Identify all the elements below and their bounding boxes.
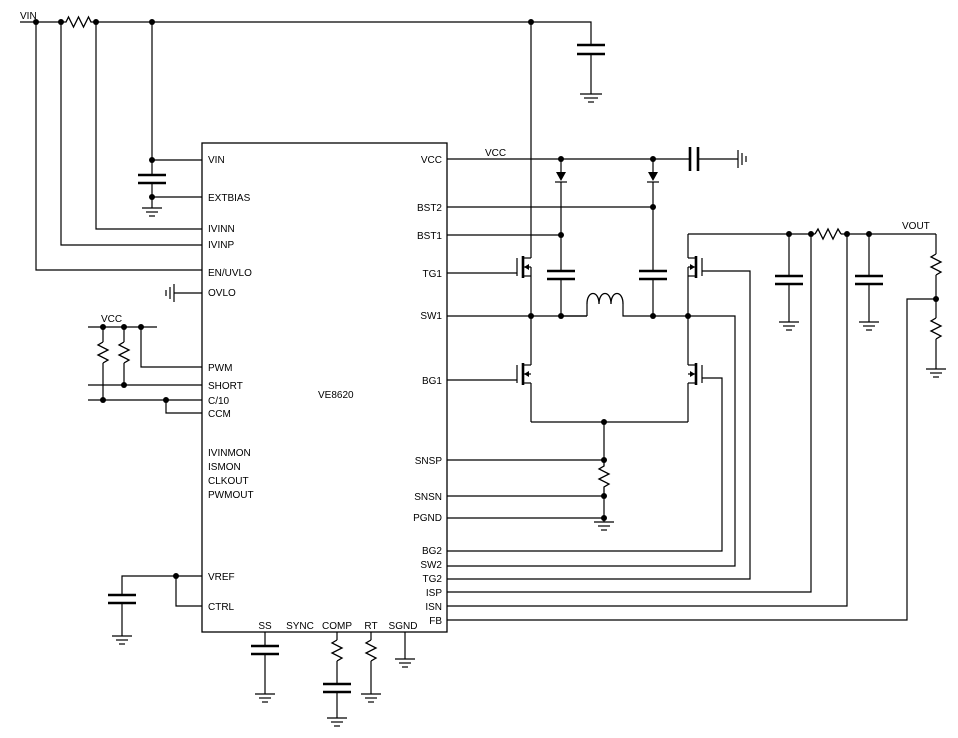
ivinn-wire (95, 22, 202, 230)
mosfet-q3 (447, 234, 751, 580)
pin-ivinp: IVINP (208, 240, 234, 251)
left-pin-labels: VIN EXTBIAS IVINN IVINP EN/UVLO OVLO PWM… (208, 155, 254, 613)
pin-pwm: PWM (208, 363, 232, 374)
pin-fb: FB (429, 616, 442, 627)
ic-body (201, 142, 448, 633)
vcc-network (447, 147, 747, 271)
pin-ivinn: IVINN (208, 224, 235, 235)
bootstrap-caps (547, 269, 667, 316)
pin-ismon: ISMON (208, 462, 241, 473)
pin-vref: VREF (208, 572, 235, 583)
pin-snsn: SNSN (414, 492, 442, 503)
pin-tg2: TG2 (423, 574, 443, 585)
pin-pgnd: PGND (413, 513, 442, 524)
bootstrap-diode-1 (556, 172, 566, 181)
rt-resistor (364, 639, 378, 662)
net-label-vcc-top: VCC (485, 148, 506, 159)
ic-part-name: VE8620 (318, 390, 354, 401)
vref-ctrl-network (108, 573, 202, 645)
pin-en-uvlo: EN/UVLO (208, 268, 252, 279)
pullup-resistor-2 (117, 341, 131, 364)
pin-short: SHORT (208, 381, 243, 392)
pin-sw2: SW2 (420, 560, 442, 571)
net-label-vcc-left: VCC (101, 314, 122, 325)
output-network (447, 227, 946, 621)
fb-resistor-top (929, 253, 943, 276)
pin-bst1: BST1 (417, 231, 442, 242)
bottom-pin-labels: SS SYNC COMP RT SGND (258, 621, 417, 632)
ivinp-wire (60, 22, 202, 246)
pin-vin: VIN (208, 155, 225, 166)
pin-bst2: BST2 (417, 203, 442, 214)
net-label-vin: VIN (20, 11, 37, 22)
inductor (586, 292, 624, 305)
sense-resistor-input (61, 15, 96, 29)
pin-isn: ISN (425, 602, 442, 613)
right-pin-labels: VCC BST2 BST1 TG1 SW1 BG1 SNSP SNSN PGND… (413, 155, 442, 627)
mosfet-q2 (447, 362, 532, 422)
comp-resistor (330, 639, 344, 662)
pin-c10: C/10 (208, 396, 230, 407)
pin-isp: ISP (426, 588, 442, 599)
pin-sgnd: SGND (389, 621, 418, 632)
pwm-short-network (88, 324, 202, 414)
ovlo-ground (165, 284, 202, 302)
pullup-resistor-1 (96, 341, 110, 364)
pin-bg1: BG1 (422, 376, 442, 387)
vin-rail (20, 15, 605, 103)
pin-ccm: CCM (208, 409, 231, 420)
current-sense-network (447, 419, 688, 531)
fb-resistor-bottom (929, 317, 943, 340)
pin-ss: SS (258, 621, 272, 632)
mosfet-q4 (447, 362, 723, 552)
bootstrap-diode-2 (648, 172, 658, 181)
sense-resistor-low (597, 460, 611, 496)
pin-tg1: TG1 (423, 269, 443, 280)
output-sense-resistor (814, 227, 842, 241)
pin-ivinmon: IVINMON (208, 448, 251, 459)
pin-pwmout: PWMOUT (208, 490, 254, 501)
en-uvlo-wire (35, 22, 202, 271)
net-label-vout: VOUT (902, 221, 930, 232)
pin-extbias: EXTBIAS (208, 193, 251, 204)
pin-sw1: SW1 (420, 311, 442, 322)
pin-snsp: SNSP (415, 456, 443, 467)
pin-comp: COMP (322, 621, 352, 632)
mosfet-q1 (447, 256, 532, 278)
pin-clkout: CLKOUT (208, 476, 249, 487)
vin-extbias-network (138, 22, 202, 217)
pin-ovlo: OVLO (208, 288, 236, 299)
sw1-node (447, 276, 736, 567)
bottom-pin-network (251, 632, 415, 727)
pin-bg2: BG2 (422, 546, 442, 557)
pin-ctrl: CTRL (208, 602, 235, 613)
pin-sync: SYNC (286, 621, 314, 632)
pin-rt: RT (364, 621, 377, 632)
pin-vcc: VCC (421, 155, 442, 166)
